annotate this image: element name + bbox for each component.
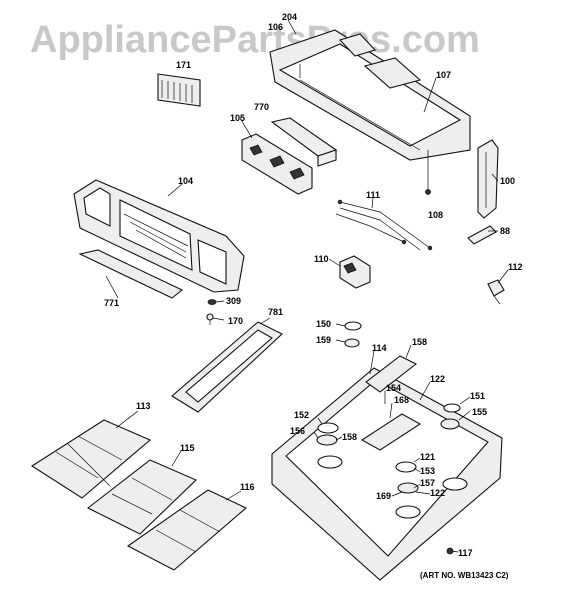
- callout-159: 159: [316, 335, 331, 345]
- part-151-cap: [443, 403, 461, 413]
- burner-rings: [317, 455, 468, 519]
- callout-150: 150: [316, 319, 331, 329]
- callout-156: 156: [290, 426, 305, 436]
- callout-155: 155: [472, 407, 487, 417]
- callout-122-top: 122: [430, 374, 445, 384]
- callout-121: 121: [420, 452, 435, 462]
- callout-770: 770: [254, 102, 269, 112]
- part-153-cap: [395, 461, 417, 473]
- part-157-burner: [397, 482, 419, 494]
- callout-116: 116: [240, 482, 255, 492]
- part-155-burner: [440, 418, 460, 430]
- callout-168: 168: [394, 395, 409, 405]
- watermark-text: AppliancePartsPros.com: [30, 19, 480, 61]
- callout-204: 204: [282, 12, 297, 22]
- callout-105: 105: [230, 113, 245, 123]
- callout-170: 170: [228, 316, 243, 326]
- part-110-module: [339, 255, 371, 289]
- part-100-side-trim: [477, 139, 499, 219]
- callout-309: 309: [226, 296, 241, 306]
- callout-112: 112: [508, 262, 523, 272]
- art-number-caption: (ART NO. WB13423 C2): [420, 571, 509, 580]
- callout-169: 169: [376, 491, 391, 501]
- callout-171: 171: [176, 60, 191, 70]
- callout-158-top: 158: [412, 337, 427, 347]
- callout-153: 153: [420, 466, 435, 476]
- callout-100: 100: [500, 176, 515, 186]
- part-112-clip: [487, 279, 505, 305]
- part-152-cap: [317, 422, 339, 434]
- part-88-end-cap: [467, 225, 497, 245]
- part-113-grate: [30, 419, 152, 499]
- callout-107: 107: [436, 70, 451, 80]
- part-116-grate: [126, 489, 247, 571]
- part-107-backguard: [269, 29, 471, 161]
- callout-115: 115: [180, 443, 195, 453]
- callout-157: 157: [420, 478, 435, 488]
- part-150-cap: [344, 321, 362, 331]
- part-770-bracket: [270, 117, 338, 167]
- callout-781: 781: [268, 307, 283, 317]
- part-111-wire-harness: [335, 199, 433, 251]
- callout-88: 88: [500, 226, 510, 236]
- part-115-grate: [86, 459, 197, 535]
- callout-152: 152: [294, 410, 309, 420]
- callout-122-bottom: 122: [430, 488, 445, 498]
- part-171-vent-grille: [157, 73, 201, 107]
- part-104-control-panel: [73, 179, 245, 293]
- callout-113: 113: [136, 401, 151, 411]
- part-158-burner-cover: [365, 355, 418, 393]
- callout-158-bottom: 158: [342, 432, 357, 442]
- callout-151: 151: [470, 391, 485, 401]
- callout-771: 771: [104, 298, 119, 308]
- part-156-burner: [316, 434, 338, 446]
- callout-117: 117: [458, 548, 473, 558]
- callout-labels: 204 106 107 171 770 105 100 108 88 104 1…: [104, 12, 523, 558]
- callout-154: 154: [386, 383, 401, 393]
- part-771-trim-strip: [78, 249, 184, 299]
- callout-106: 106: [268, 22, 283, 32]
- part-309-washer: [207, 299, 217, 305]
- part-168-griddle-burner: [360, 413, 422, 451]
- part-159-burner: [344, 338, 360, 348]
- part-781-tray: [171, 321, 283, 413]
- callout-114: 114: [372, 343, 387, 353]
- callout-108: 108: [428, 210, 443, 220]
- part-170-screw: [206, 313, 214, 325]
- callout-110: 110: [314, 254, 329, 264]
- part-108-screw: [425, 150, 431, 195]
- part-105-control-board: [241, 133, 313, 195]
- callout-111: 111: [366, 190, 380, 200]
- callout-104: 104: [178, 176, 193, 186]
- leader-lines: [105, 19, 509, 553]
